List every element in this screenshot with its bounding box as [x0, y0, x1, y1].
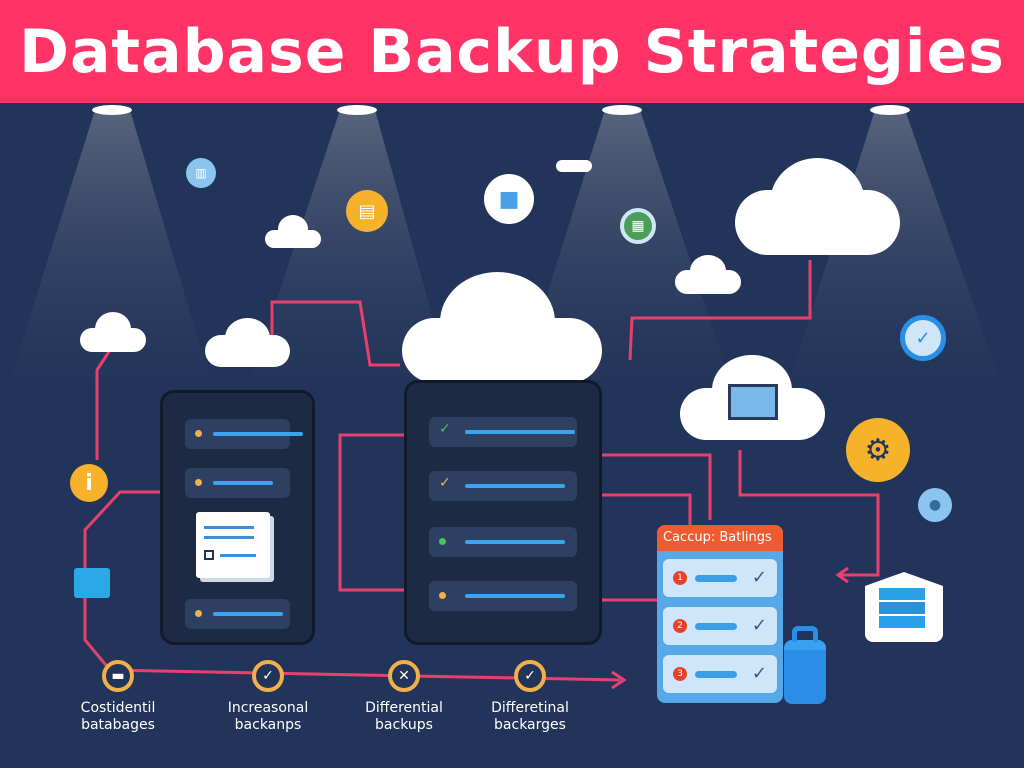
- gear-icon: ⚙: [846, 418, 910, 482]
- server-row: ✓: [429, 417, 577, 447]
- check-icon: ✓: [252, 660, 284, 692]
- database-stack-icon: [865, 572, 943, 642]
- server-row: [185, 468, 290, 498]
- server-row: [185, 599, 290, 629]
- card-title: Caccup: Batlings: [657, 525, 783, 551]
- check-icon: ✓: [751, 663, 767, 684]
- check-icon: ✓: [514, 660, 546, 692]
- box-gear-icon: ■: [484, 174, 534, 224]
- server-row: ✓: [429, 471, 577, 501]
- page-title: Database Backup Strategies: [19, 16, 1005, 87]
- document-icon: ▤: [346, 190, 388, 232]
- card-item: 2✓: [663, 607, 777, 645]
- cloud-small-shield-puff: [278, 215, 308, 243]
- grid-icon: ▦: [620, 208, 656, 244]
- close-icon: ✕: [388, 660, 420, 692]
- server-row: [185, 419, 303, 449]
- info-icon: i: [70, 464, 108, 502]
- cloud-left-puff: [225, 318, 270, 358]
- backup-settings-card: Caccup: Batlings 1✓ 2✓ 3✓: [657, 525, 783, 703]
- title-banner: Database Backup Strategies: [0, 0, 1024, 103]
- chart-icon: ▥: [186, 158, 216, 188]
- server-panel-center: ✓ ✓: [404, 380, 602, 645]
- folder-icon: [74, 568, 110, 598]
- monitor-icon: [728, 384, 778, 420]
- database-icon: ▬: [102, 660, 134, 692]
- document-card-icon: [196, 512, 270, 578]
- check-badge-icon: ✓: [900, 315, 946, 361]
- cloud-small-top: [556, 160, 592, 172]
- database-cylinder-icon: [784, 640, 826, 704]
- spotlights: [10, 105, 1000, 380]
- card-item: 1✓: [663, 559, 777, 597]
- cloud-small-left-puff: [95, 312, 131, 346]
- server-row: [429, 527, 577, 557]
- database-handle: [792, 626, 818, 642]
- cloud-center-puff: [440, 272, 555, 372]
- card-item: 3✓: [663, 655, 777, 693]
- check-icon: ✓: [751, 567, 767, 588]
- user-icon: ●: [918, 488, 952, 522]
- cloud-small-chart-puff: [690, 255, 726, 287]
- server-row: [429, 581, 577, 611]
- check-icon: ✓: [751, 615, 767, 636]
- cloud-large-top-right-puff: [770, 158, 865, 248]
